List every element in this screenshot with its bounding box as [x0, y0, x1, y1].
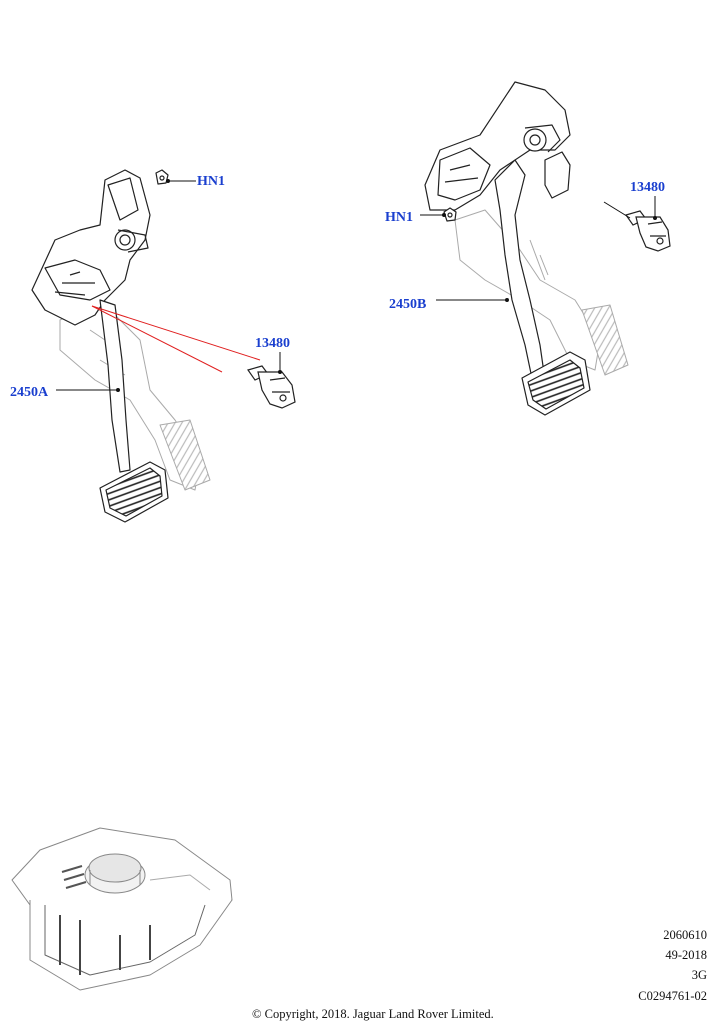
callout-hn1-left: HN1	[197, 174, 225, 189]
callout-hn1-right: HN1	[385, 210, 413, 225]
meta-code: 2060610	[663, 928, 707, 942]
accelerator-pedal-ghost-a	[59, 299, 211, 491]
meta-rev: 3G	[691, 968, 707, 982]
brake-pedal-assembly-b	[424, 81, 629, 416]
copyright-notice: © Copyright, 2018. Jaguar Land Rover Lim…	[252, 1007, 494, 1021]
leader-lines-a	[56, 179, 282, 392]
brake-pedal-assembly-a	[31, 169, 211, 523]
callout-2450a: 2450A	[10, 385, 49, 400]
stop-lamp-switch-b	[625, 210, 671, 252]
meta-date: 49-2018	[665, 948, 707, 962]
callout-13480-left: 13480	[255, 336, 290, 351]
callout-13480-right: 13480	[630, 180, 665, 195]
leader-lines-b	[420, 196, 657, 302]
accelerator-pedal-ghost-b	[454, 209, 629, 376]
gear-selector-thumbnail	[11, 827, 233, 991]
stop-lamp-switch-a	[247, 365, 296, 409]
meta-ref: C0294761-02	[638, 989, 707, 1003]
callout-2450b: 2450B	[389, 297, 427, 312]
